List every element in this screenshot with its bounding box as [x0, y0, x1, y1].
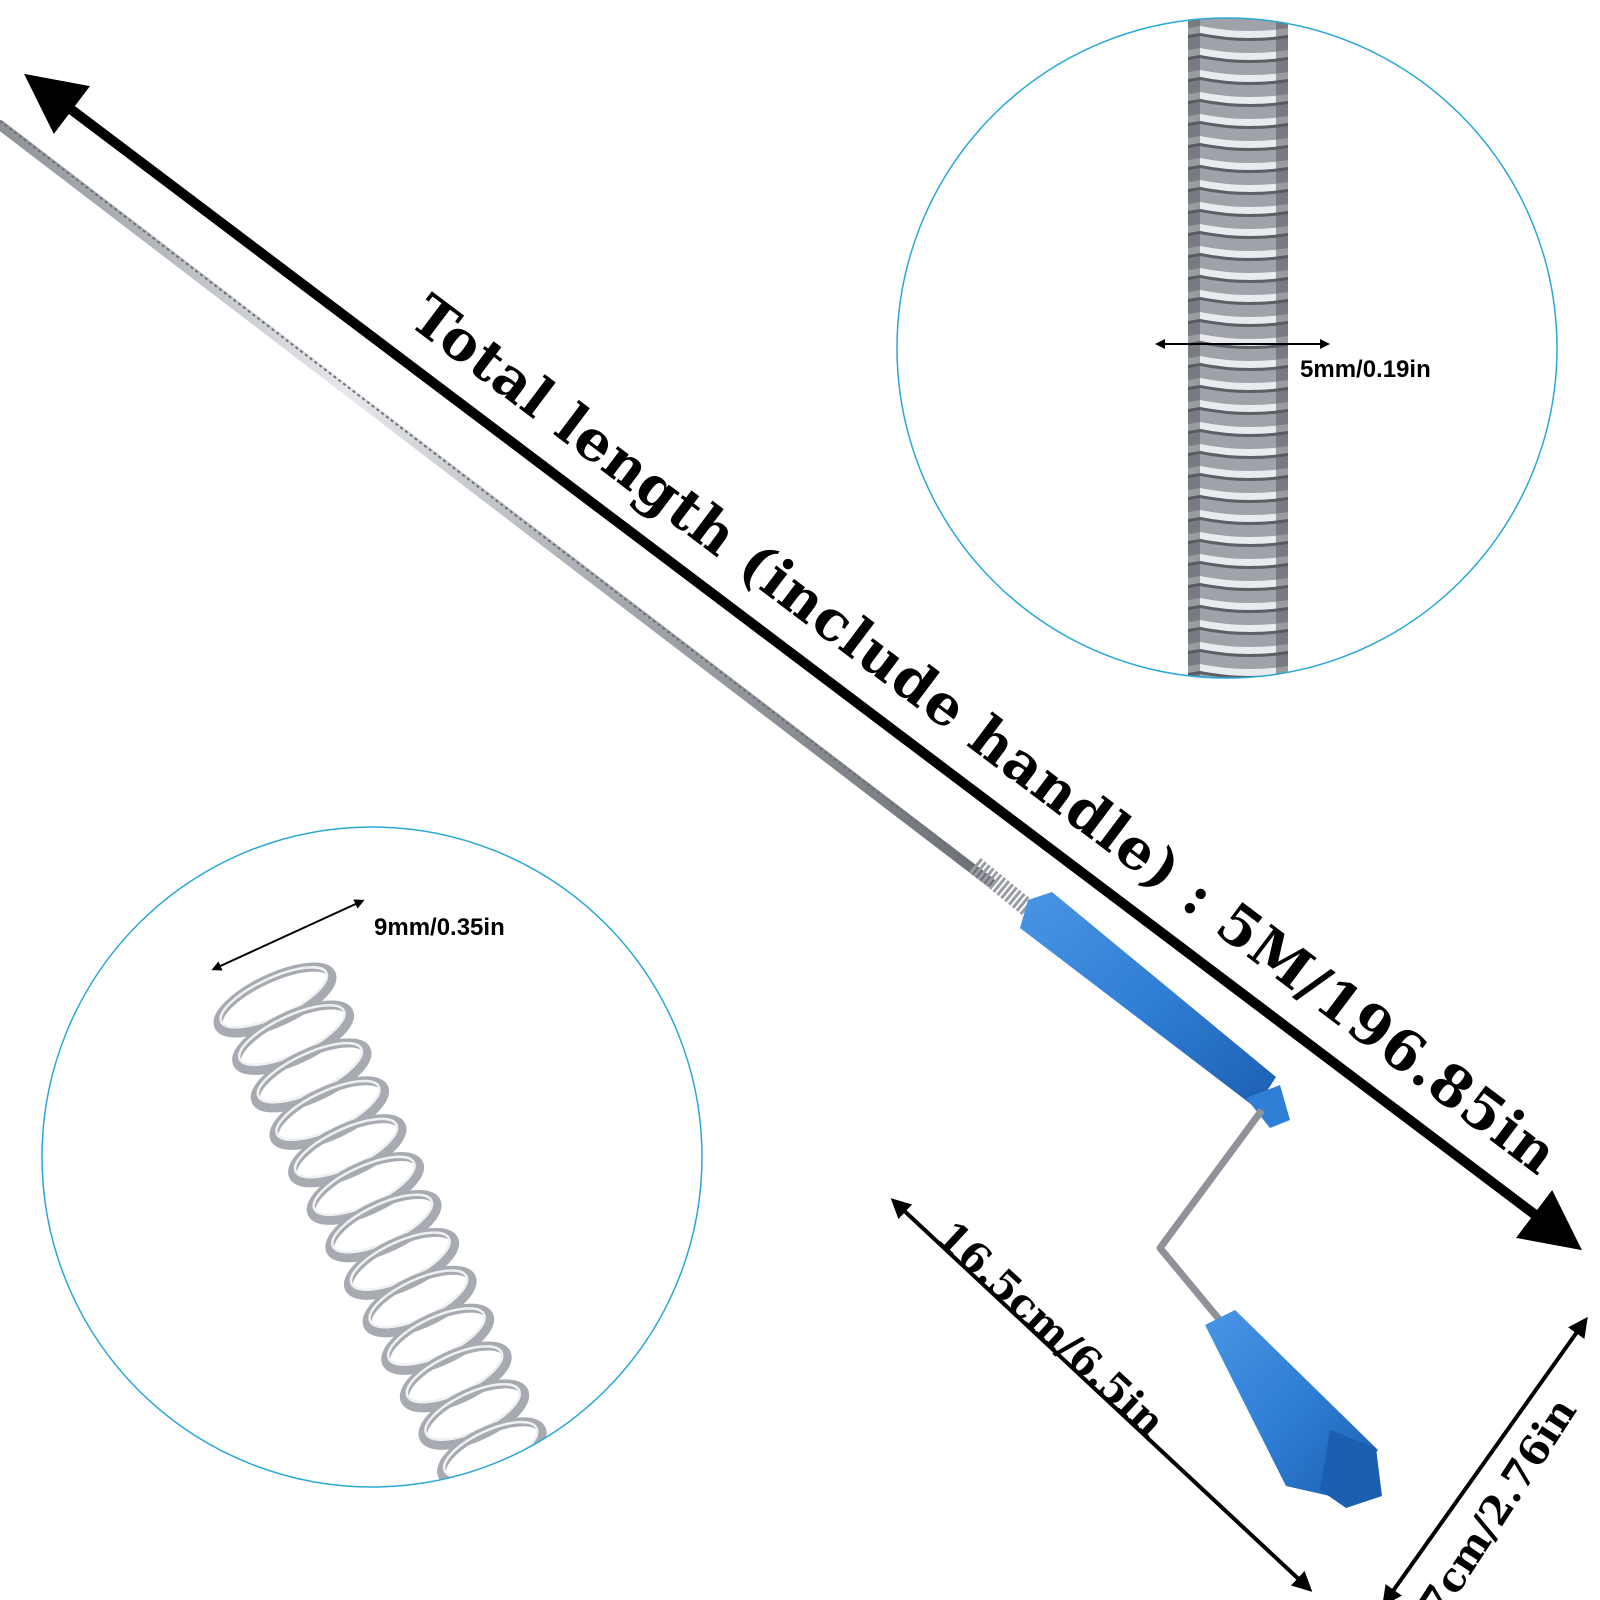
spring-diameter-arrow	[211, 899, 365, 971]
total-length-arrow	[24, 73, 1582, 1251]
handle-length-arrow	[890, 1198, 1313, 1592]
drain-cable	[0, 120, 995, 887]
crank-width-arrow	[1382, 1316, 1588, 1600]
coil-detail-circle	[896, 17, 1558, 679]
spring-detail-circle	[41, 826, 703, 1488]
spring-coil	[213, 962, 565, 1487]
coil-diameter-label: 5mm/0.19in	[1300, 356, 1431, 383]
cable-end-spring	[969, 858, 1036, 917]
crank-rod	[1156, 1107, 1265, 1333]
spring-diameter-label: 9mm/0.35in	[374, 914, 505, 941]
grip-handle	[1205, 1310, 1382, 1508]
